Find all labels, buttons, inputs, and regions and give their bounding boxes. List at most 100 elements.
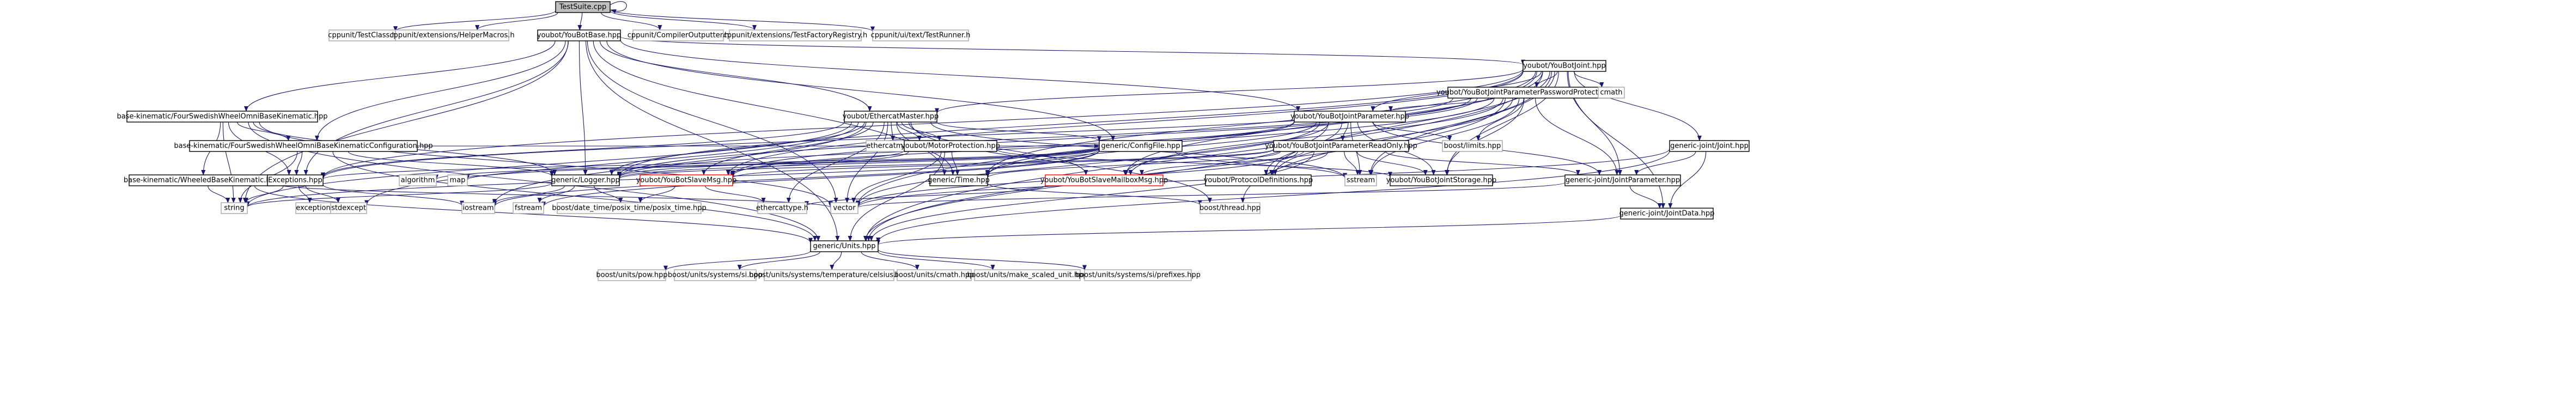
node-box[interactable] [395, 29, 509, 41]
node-algorithm[interactable]: algorithm [399, 174, 437, 186]
node-box[interactable] [757, 202, 807, 214]
node-jointdata[interactable]: generic-joint/JointData.hpp [1619, 208, 1715, 220]
node-box[interactable] [189, 140, 418, 152]
node-box[interactable] [1294, 111, 1406, 123]
node-label: TestSuite.cpp [559, 3, 607, 11]
node-protocoldefs[interactable]: youbot/ProtocolDefinitions.hpp [1204, 174, 1313, 186]
node-testclass[interactable]: cppunit/TestClass.h [328, 29, 397, 41]
node-units[interactable]: generic/Units.hpp [810, 240, 879, 252]
node-box[interactable] [929, 174, 988, 186]
node-ethercatmaster[interactable]: youbot/EthercatMaster.hpp [843, 111, 939, 123]
node-box[interactable] [674, 269, 757, 281]
node-jointparameter[interactable]: youbot/YouBotJointParameter.hpp [1290, 111, 1409, 123]
node-wheeledbase[interactable]: base-kinematic/WheeledBaseKinematic.hpp [124, 174, 279, 186]
node-fourswedish[interactable]: base-kinematic/FourSwedishWheelOmniBaseK… [117, 111, 328, 123]
node-box[interactable] [632, 29, 724, 41]
node-slavemailboxmsg[interactable]: youbot/YouBotSlaveMailboxMsg.hpp [1040, 174, 1168, 186]
node-exceptions[interactable]: Exceptions.hpp [267, 174, 324, 186]
node-box[interactable] [221, 202, 248, 214]
node-time[interactable]: generic/Time.hpp [928, 174, 990, 186]
node-boostthread[interactable]: boost/thread.hpp [1199, 202, 1260, 214]
node-stdexcept[interactable]: stdexcept [330, 202, 367, 214]
node-testrunner[interactable]: cppunit/ui/text/TestRunner.h [871, 29, 971, 41]
node-motorprotection[interactable]: youbot/MotorProtection.hpp [901, 140, 1000, 152]
node-box[interactable] [1045, 174, 1164, 186]
node-box[interactable] [399, 174, 437, 186]
node-fstream[interactable]: fstream [513, 202, 544, 214]
node-box[interactable] [1390, 174, 1493, 186]
node-compileroutputter[interactable]: cppunit/CompilerOutputter.h [628, 29, 729, 41]
node-box[interactable] [1205, 174, 1312, 186]
node-box[interactable] [267, 174, 324, 186]
edge-units-to-scaledunit [878, 251, 995, 270]
node-box[interactable] [764, 269, 894, 281]
node-sstream[interactable]: sstream [1344, 174, 1377, 186]
node-box[interactable] [1669, 140, 1750, 152]
node-label: boost/date_time/posix_time/posix_time.hp… [552, 204, 707, 212]
node-iostream[interactable]: iostream [461, 202, 495, 214]
node-testfactoryregistry[interactable]: cppunit/extensions/TestFactoryRegistry.h [723, 29, 868, 41]
node-box[interactable] [461, 202, 495, 214]
node-cmath[interactable]: cmath [1598, 87, 1625, 99]
node-box[interactable] [330, 202, 367, 214]
node-box[interactable] [537, 29, 621, 41]
edge-youbotbase-to-units [586, 40, 840, 241]
node-box[interactable] [897, 269, 972, 281]
node-box[interactable] [555, 1, 611, 13]
node-logger[interactable]: generic/Logger.hpp [551, 174, 620, 186]
node-box[interactable] [447, 174, 468, 186]
node-box[interactable] [1273, 140, 1409, 152]
node-box[interactable] [598, 269, 666, 281]
node-gjointparameter[interactable]: generic-joint/JointParameter.hpp [1564, 174, 1681, 186]
node-box[interactable] [557, 202, 702, 214]
node-pwprotected[interactable]: youbot/YouBotJointParameterPasswordProte… [1436, 87, 1623, 99]
node-box[interactable] [844, 111, 937, 123]
node-helpermacros[interactable]: cppunit/extensions/HelperMacros.h [389, 29, 515, 41]
node-ethercattype[interactable]: ethercattype.h [756, 202, 808, 214]
node-box[interactable] [729, 29, 862, 41]
node-configfile[interactable]: generic/ConfigFile.hpp [1099, 140, 1183, 152]
node-si[interactable]: boost/units/systems/si.hpp [668, 269, 763, 281]
node-box[interactable] [513, 202, 544, 214]
edge-jointdata-to-units [876, 215, 1621, 246]
node-testsuite[interactable]: TestSuite.cpp [555, 1, 611, 13]
node-box[interactable] [1564, 174, 1681, 186]
node-box[interactable] [126, 111, 318, 123]
node-genericjoint[interactable]: generic-joint/Joint.hpp [1669, 140, 1750, 152]
node-celsius[interactable]: boost/units/systems/temperature/celsius.… [749, 269, 909, 281]
node-box[interactable] [872, 29, 969, 41]
node-unitscmath[interactable]: boost/units/cmath.hpp [894, 269, 975, 281]
node-scaledunit[interactable]: boost/units/make_scaled_unit.hpp [967, 269, 1088, 281]
node-slavemsg[interactable]: youbot/YouBotSlaveMsg.hpp [636, 174, 737, 186]
node-youbotjoint[interactable]: youbot/YouBotJoint.hpp [1523, 60, 1606, 72]
node-pow[interactable]: boost/units/pow.hpp [596, 269, 668, 281]
node-fourswedishconfig[interactable]: base-kinematic/FourSwedishWheelOmniBaseK… [174, 140, 433, 152]
node-box[interactable] [1598, 87, 1625, 99]
node-box[interactable] [974, 269, 1081, 281]
node-string[interactable]: string [221, 202, 248, 214]
node-exception[interactable]: exception [295, 202, 331, 214]
node-box[interactable] [1620, 208, 1714, 220]
node-box[interactable] [1099, 140, 1183, 152]
node-label: cppunit/extensions/TestFactoryRegistry.h [723, 32, 868, 40]
edge-paramreadonly-to-slavemailboxmsg [1140, 151, 1304, 175]
node-posixtime[interactable]: boost/date_time/posix_time/posix_time.hp… [552, 202, 707, 214]
node-box[interactable] [1523, 60, 1606, 72]
node-box[interactable] [1442, 140, 1503, 152]
node-box[interactable] [1084, 269, 1192, 281]
node-vector[interactable]: vector [830, 202, 858, 214]
node-box[interactable] [904, 140, 997, 152]
node-paramreadonly[interactable]: youbot/YouBotJointParameterReadOnly.hpp [1265, 140, 1417, 152]
node-boostlimits[interactable]: boost/limits.hpp [1442, 140, 1503, 152]
node-map[interactable]: map [447, 174, 468, 186]
node-box[interactable] [1199, 202, 1260, 214]
node-prefixes[interactable]: boost/units/systems/si/prefixes.hpp [1075, 269, 1201, 281]
node-box[interactable] [810, 240, 879, 252]
node-box[interactable] [1344, 174, 1377, 186]
node-box[interactable] [551, 174, 620, 186]
node-label: youbot/YouBotJoint.hpp [1523, 62, 1606, 70]
node-box[interactable] [640, 174, 733, 186]
node-youbotbase[interactable]: youbot/YouBotBase.hpp [537, 29, 621, 41]
node-box[interactable] [830, 202, 858, 214]
node-jointstorage[interactable]: youbot/YouBotJointStorage.hpp [1386, 174, 1496, 186]
